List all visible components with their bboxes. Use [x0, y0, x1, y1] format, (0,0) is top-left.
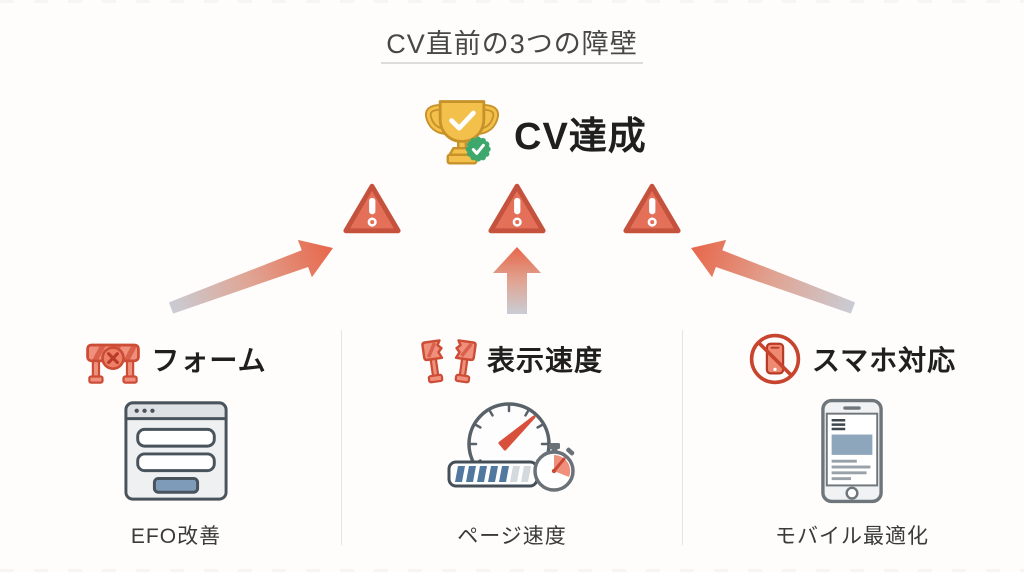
mobile-header: スマホ対応 — [748, 330, 956, 388]
arrow-up-right-icon — [168, 239, 333, 314]
arrow-up-left-icon — [691, 239, 856, 314]
form-header-label: フォーム — [151, 345, 267, 376]
stopwatch-icon — [533, 443, 575, 492]
smartphone-icon — [821, 398, 883, 504]
bottom-edge-decoration — [0, 569, 1024, 572]
column-form: フォーム EFO改善 — [28, 330, 324, 552]
no-smartphone-icon — [749, 333, 801, 385]
roadblock-icon — [86, 343, 141, 384]
column-speed: 表示速度 — [364, 330, 660, 552]
speedometer-icon — [447, 402, 575, 492]
warning-triangle-icon — [623, 183, 681, 234]
warning-triangle-icon — [343, 183, 401, 234]
title-underline — [381, 62, 643, 64]
column-mobile: スマホ対応 モバイル最適化 — [704, 330, 1000, 552]
column-divider — [341, 330, 342, 545]
warning-triangle-icon — [488, 183, 546, 234]
trophy-check-icon — [424, 100, 500, 165]
broken-roadblock-icon — [421, 339, 477, 384]
goal-section: CV達成 — [424, 94, 647, 170]
page-title: CV直前の3つの障壁 — [386, 29, 638, 59]
form-header: フォーム — [85, 330, 266, 388]
form-window-icon — [124, 401, 228, 501]
top-edge-decoration — [0, 0, 1024, 3]
column-divider — [682, 330, 683, 545]
goal-label: CV達成 — [514, 115, 647, 158]
speed-header-label: 表示速度 — [486, 345, 603, 376]
mobile-header-label: スマホ対応 — [811, 345, 957, 376]
speedometer-illustration — [447, 394, 577, 508]
smartphone-illustration — [820, 394, 884, 508]
form-caption: EFO改善 — [130, 525, 222, 548]
check-badge-icon — [465, 136, 491, 162]
arrow-up-icon — [493, 247, 541, 314]
speed-header: 表示速度 — [421, 330, 603, 388]
mobile-caption: モバイル最適化 — [775, 525, 929, 548]
speed-caption: ページ速度 — [457, 525, 567, 548]
form-window-illustration — [122, 394, 230, 508]
